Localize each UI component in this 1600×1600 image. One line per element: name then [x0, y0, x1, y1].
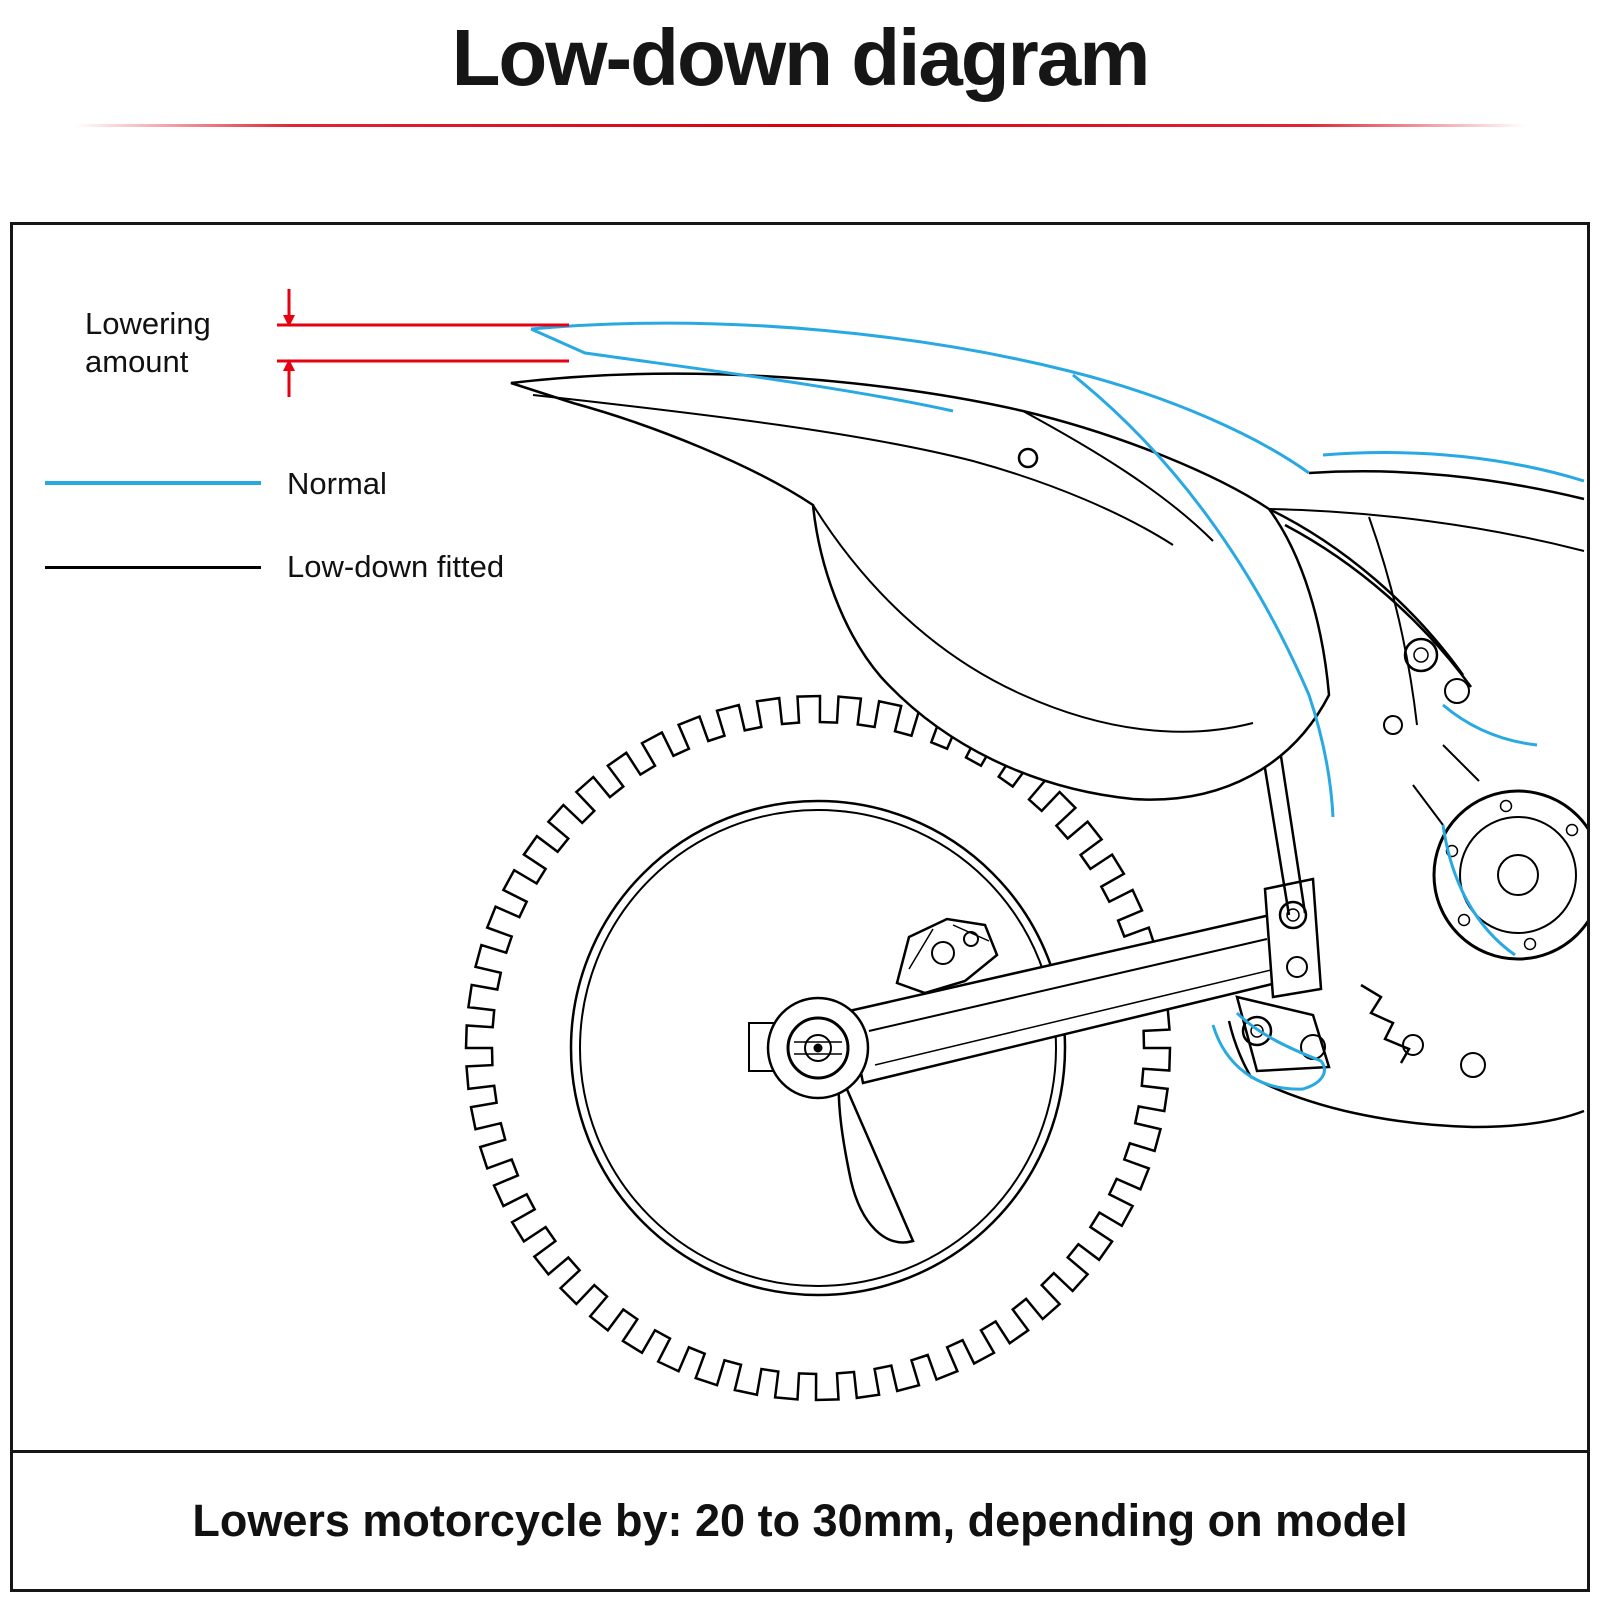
title-divider: [75, 124, 1525, 127]
legend-normal-line: [45, 481, 261, 485]
caption-bar: Lowers motorcycle by: 20 to 30mm, depend…: [13, 1450, 1587, 1589]
caption-text: Lowers motorcycle by: 20 to 30mm, depend…: [192, 1495, 1408, 1546]
legend-lowdown-label: Low-down fitted: [287, 549, 505, 584]
bodywork-normal: [530, 321, 1585, 1091]
lowering-measurement: [277, 289, 569, 397]
measure-arrowhead-up-icon: [283, 359, 295, 371]
legend-lowdown-line: [45, 566, 261, 569]
legend-normal-label: Normal: [287, 466, 387, 501]
measure-arrowhead-down-icon: [283, 315, 295, 327]
page-title: Low-down diagram: [451, 13, 1151, 102]
engine-frame: [1227, 470, 1587, 1129]
lowering-amount-label: Lowering amount: [85, 305, 211, 381]
wheel-hub: [748, 996, 870, 1100]
lowering-amount-line2: amount: [85, 344, 189, 379]
motorcycle-diagram: [277, 289, 1587, 1402]
lowering-amount-line1: Lowering: [85, 306, 211, 341]
bodywork-lowdown: [510, 372, 1331, 801]
chain-guard: [837, 1070, 915, 1244]
diagram-panel: Lowering amount Normal Low-down fitted L…: [10, 222, 1590, 1592]
brake-caliper: [895, 917, 999, 995]
pivot-linkage: [1235, 690, 1331, 1073]
